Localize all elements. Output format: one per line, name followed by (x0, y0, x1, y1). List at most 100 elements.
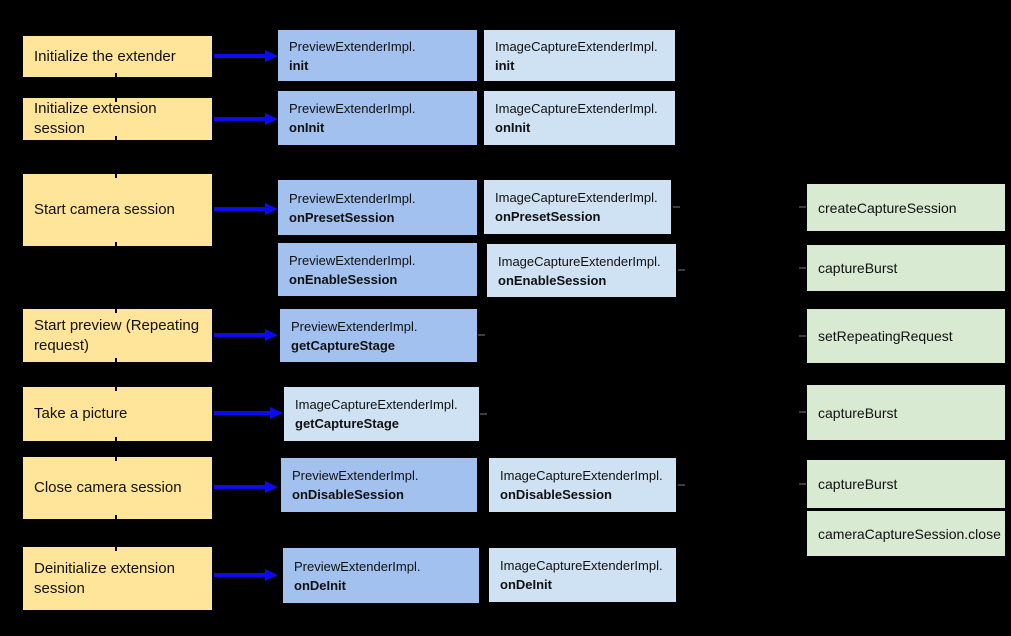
preview-extender-getcapturestage-box: PreviewExtenderImpl. getCaptureStage (280, 309, 477, 362)
arrow-head-icon (265, 481, 278, 493)
connector-dash (799, 335, 806, 337)
arrow-shaft (214, 54, 265, 58)
preview-extender-onenablesession-box: PreviewExtenderImpl. onEnableSession (278, 243, 477, 296)
step-connector-line (115, 358, 117, 391)
step-label: Close camera session (34, 479, 182, 496)
step-label: Start camera session (34, 201, 175, 218)
preview-extender-onpresetsession-box: PreviewExtenderImpl. onPresetSession (278, 180, 477, 235)
connector-dash (478, 334, 485, 336)
connector-dash (678, 484, 685, 486)
preview-extender-init-box: PreviewExtenderImpl. init (278, 30, 477, 81)
api-call-label: captureBurst (818, 260, 898, 276)
step-label: Take a picture (34, 405, 128, 422)
arrow-shaft (214, 485, 265, 489)
arrow-shaft (214, 333, 265, 337)
method-name: onInit (289, 120, 325, 135)
api-call-label: createCaptureSession (818, 199, 957, 216)
image-capture-extender-ondisablesession-box: ImageCaptureExtenderImpl. onDisableSessi… (489, 458, 676, 512)
impl-name: ImageCaptureExtenderImpl. (295, 397, 458, 412)
method-name: onDeInit (294, 577, 346, 593)
step-start-camera-session: Start camera session (23, 174, 212, 246)
method-name: onEnableSession (289, 271, 398, 287)
method-name: onEnableSession (498, 272, 607, 288)
method-name: onPresetSession (495, 209, 601, 224)
method-name: init (289, 57, 309, 73)
step-close-camera-session: Close camera session (23, 457, 212, 519)
arrow-shaft (214, 411, 270, 415)
camera2-captureburst-box: captureBurst (807, 385, 1005, 440)
arrow-shaft (214, 117, 265, 121)
image-capture-extender-getcapturestage-box: ImageCaptureExtenderImpl. getCaptureStag… (284, 387, 479, 441)
image-capture-extender-oninit-box: ImageCaptureExtenderImpl. onInit (484, 91, 675, 145)
preview-extender-ondeinit-box: PreviewExtenderImpl. onDeInit (283, 548, 479, 603)
step-label: Initialize the extender (34, 47, 176, 65)
method-name: onDisableSession (500, 487, 612, 502)
method-name: onDeInit (500, 577, 552, 592)
step-connector-line (115, 136, 117, 178)
step-connector-line (115, 437, 117, 461)
arrow-start-camera-session (214, 203, 278, 215)
arrow-shaft (214, 207, 265, 211)
arrow-initialize-extender (214, 50, 278, 62)
api-call-label: cameraCaptureSession.close (818, 525, 1001, 542)
connector-dash (799, 267, 806, 269)
connector-dash (799, 206, 806, 208)
method-name: onDisableSession (292, 487, 404, 502)
impl-name: ImageCaptureExtenderImpl. (495, 38, 658, 54)
impl-name: PreviewExtenderImpl. (291, 318, 418, 334)
image-capture-extender-onenablesession-box: ImageCaptureExtenderImpl. onEnableSessio… (487, 244, 676, 297)
impl-name: PreviewExtenderImpl. (289, 101, 416, 116)
impl-name: PreviewExtenderImpl. (289, 190, 416, 206)
step-initialize-extension-session: Initialize extension session (23, 98, 212, 140)
impl-name: ImageCaptureExtenderImpl. (500, 468, 663, 483)
preview-extender-oninit-box: PreviewExtenderImpl. onInit (278, 91, 477, 145)
impl-name: PreviewExtenderImpl. (292, 468, 419, 483)
camera2-setrepeatingrequest-box: setRepeatingRequest (807, 309, 1005, 363)
impl-name: ImageCaptureExtenderImpl. (498, 253, 661, 269)
arrow-head-icon (265, 113, 278, 125)
method-name: onPresetSession (289, 209, 395, 225)
step-deinitialize-extension-session: Deinitialize extension session (23, 547, 212, 610)
arrow-head-icon (265, 50, 278, 62)
connector-dash (673, 206, 680, 208)
step-label: Initialize extension session (34, 100, 157, 137)
connector-dash (799, 483, 806, 485)
image-capture-extender-onpresetsession-box: ImageCaptureExtenderImpl. onPresetSessio… (484, 180, 671, 234)
preview-extender-ondisablesession-box: PreviewExtenderImpl. onDisableSession (281, 458, 477, 512)
step-start-preview: Start preview (Repeating request) (23, 309, 212, 362)
impl-name: PreviewExtenderImpl. (289, 252, 416, 268)
step-take-a-picture: Take a picture (23, 387, 212, 441)
impl-name: ImageCaptureExtenderImpl. (500, 558, 663, 573)
arrow-head-icon (265, 569, 278, 581)
image-capture-extender-init-box: ImageCaptureExtenderImpl. init (484, 30, 675, 81)
arrow-close-camera-session (214, 481, 278, 493)
arrow-initialize-extension-session (214, 113, 278, 125)
api-call-label: captureBurst (818, 476, 898, 492)
step-connector-line (115, 73, 117, 102)
camera2-cameracapturesession-close-box: cameraCaptureSession.close (807, 511, 1005, 556)
api-call-label: setRepeatingRequest (818, 328, 953, 344)
image-capture-extender-ondeinit-box: ImageCaptureExtenderImpl. onDeInit (489, 548, 676, 602)
impl-name: PreviewExtenderImpl. (289, 38, 416, 54)
api-call-label: captureBurst (818, 404, 898, 421)
method-name: onInit (495, 120, 531, 135)
step-initialize-the-extender: Initialize the extender (23, 36, 212, 77)
step-connector-line (115, 242, 117, 313)
arrow-start-preview (214, 329, 278, 341)
arrow-head-icon (270, 407, 283, 419)
camera2-captureburst-box: captureBurst (807, 460, 1005, 508)
method-name: init (495, 57, 515, 73)
connector-dash (678, 269, 685, 271)
arrow-head-icon (265, 329, 278, 341)
step-connector-line (115, 515, 117, 551)
arrow-take-a-picture (214, 407, 283, 419)
camera2-captureburst-box: captureBurst (807, 245, 1005, 291)
step-label: Deinitialize extension session (34, 559, 175, 597)
method-name: getCaptureStage (295, 416, 400, 431)
impl-name: ImageCaptureExtenderImpl. (495, 190, 658, 205)
impl-name: PreviewExtenderImpl. (294, 558, 421, 574)
camera2-createcapturesession-box: createCaptureSession (807, 184, 1005, 231)
arrow-head-icon (265, 203, 278, 215)
arrow-deinitialize-extension-session (214, 569, 278, 581)
